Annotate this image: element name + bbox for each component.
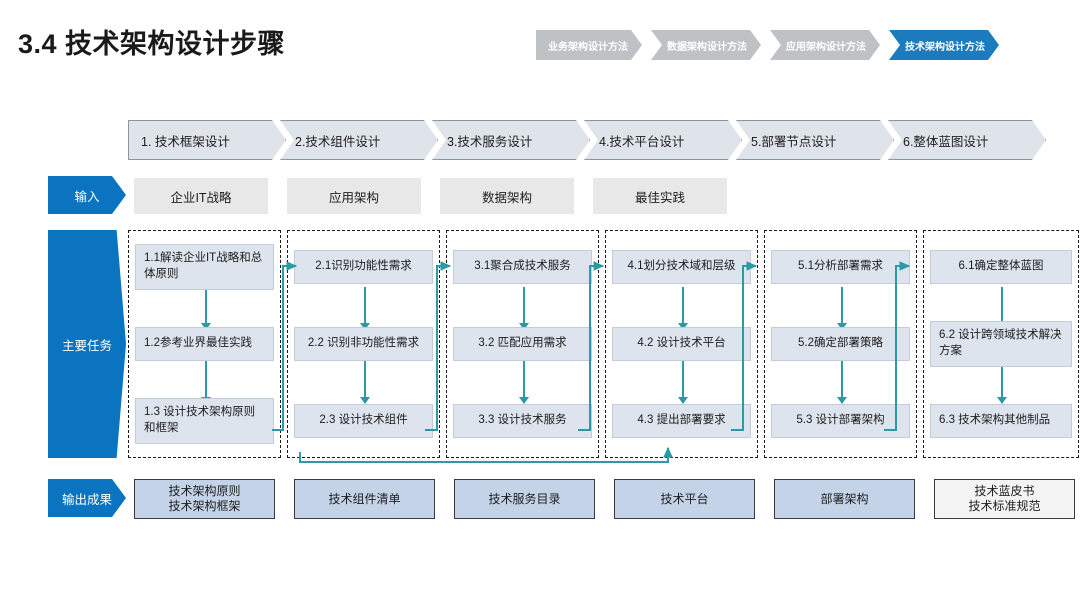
task-6-1[interactable]: 6.1确定整体蓝图 <box>930 250 1072 284</box>
task-3-3[interactable]: 3.3 设计技术服务 <box>453 404 592 438</box>
step-header-row: 1. 技术框架设计 2.技术组件设计 3.技术服务设计 4.技术平台设计 5.部… <box>128 120 1040 160</box>
output-item-1: 技术架构原则 技术架构框架 <box>134 479 275 519</box>
breadcrumb-item-application[interactable]: 应用架构设计方法 <box>770 30 880 60</box>
task-columns: 1.1解读企业IT战略和总体原则 1.2参考业界最佳实践 1.3 设计技术架构原… <box>128 230 1079 458</box>
step-4[interactable]: 4.技术平台设计 <box>584 120 742 160</box>
output-item-6: 技术蓝皮书 技术标准规范 <box>934 479 1075 519</box>
task-5-2[interactable]: 5.2确定部署策略 <box>771 327 910 361</box>
output-item-5: 部署架构 <box>774 479 915 519</box>
step-5[interactable]: 5.部署节点设计 <box>736 120 894 160</box>
output-item-3: 技术服务目录 <box>454 479 595 519</box>
step-2[interactable]: 2.技术组件设计 <box>280 120 438 160</box>
input-item-3: 数据架构 <box>440 178 574 214</box>
task-2-2[interactable]: 2.2 识别非功能性需求 <box>294 327 433 361</box>
output-row: 技术架构原则 技术架构框架 技术组件清单 技术服务目录 技术平台 部署架构 技术… <box>134 479 1075 519</box>
breadcrumb-item-technology[interactable]: 技术架构设计方法 <box>889 30 999 60</box>
task-3-1[interactable]: 3.1聚合成技术服务 <box>453 250 592 284</box>
breadcrumb-item-business[interactable]: 业务架构设计方法 <box>536 30 642 60</box>
input-item-2: 应用架构 <box>287 178 421 214</box>
task-4-1[interactable]: 4.1划分技术域和层级 <box>612 250 751 284</box>
task-1-3[interactable]: 1.3 设计技术架构原则和框架 <box>135 398 274 444</box>
task-column-6: 6.1确定整体蓝图 6.2 设计跨领域技术解决方案 6.3 技术架构其他制品 <box>923 230 1079 458</box>
task-2-3[interactable]: 2.3 设计技术组件 <box>294 404 433 438</box>
task-4-2[interactable]: 4.2 设计技术平台 <box>612 327 751 361</box>
task-column-1: 1.1解读企业IT战略和总体原则 1.2参考业界最佳实践 1.3 设计技术架构原… <box>128 230 281 458</box>
row-label-output: 输出成果 <box>48 479 126 517</box>
row-label-input: 输入 <box>48 176 126 214</box>
task-2-1[interactable]: 2.1识别功能性需求 <box>294 250 433 284</box>
task-4-3[interactable]: 4.3 提出部署要求 <box>612 404 751 438</box>
breadcrumb: 业务架构设计方法 数据架构设计方法 应用架构设计方法 技术架构设计方法 <box>536 30 999 60</box>
input-row: 企业IT战略 应用架构 数据架构 最佳实践 <box>134 178 727 214</box>
task-1-1[interactable]: 1.1解读企业IT战略和总体原则 <box>135 244 274 290</box>
row-label-main-tasks: 主要任务 <box>48 230 126 458</box>
input-item-1: 企业IT战略 <box>134 178 268 214</box>
breadcrumb-item-data[interactable]: 数据架构设计方法 <box>651 30 761 60</box>
task-5-3[interactable]: 5.3 设计部署架构 <box>771 404 910 438</box>
task-1-2[interactable]: 1.2参考业界最佳实践 <box>135 327 274 361</box>
step-3[interactable]: 3.技术服务设计 <box>432 120 590 160</box>
task-3-2[interactable]: 3.2 匹配应用需求 <box>453 327 592 361</box>
task-column-3: 3.1聚合成技术服务 3.2 匹配应用需求 3.3 设计技术服务 <box>446 230 599 458</box>
task-6-2[interactable]: 6.2 设计跨领域技术解决方案 <box>930 321 1072 367</box>
page-title: 3.4 技术架构设计步骤 <box>18 29 286 59</box>
task-5-1[interactable]: 5.1分析部署需求 <box>771 250 910 284</box>
input-item-4: 最佳实践 <box>593 178 727 214</box>
step-6[interactable]: 6.整体蓝图设计 <box>888 120 1046 160</box>
output-item-2: 技术组件清单 <box>294 479 435 519</box>
output-item-4: 技术平台 <box>614 479 755 519</box>
task-column-4: 4.1划分技术域和层级 4.2 设计技术平台 4.3 提出部署要求 <box>605 230 758 458</box>
step-1[interactable]: 1. 技术框架设计 <box>128 120 286 160</box>
task-6-3[interactable]: 6.3 技术架构其他制品 <box>930 404 1072 438</box>
task-column-5: 5.1分析部署需求 5.2确定部署策略 5.3 设计部署架构 <box>764 230 917 458</box>
task-column-2: 2.1识别功能性需求 2.2 识别非功能性需求 2.3 设计技术组件 <box>287 230 440 458</box>
